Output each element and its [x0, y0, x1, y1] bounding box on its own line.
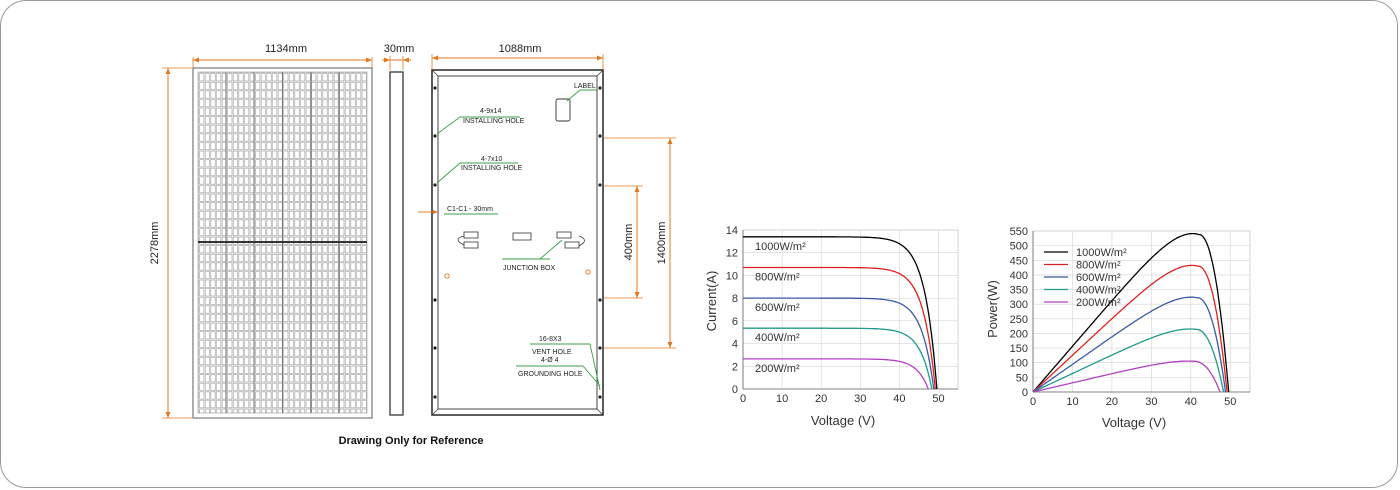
height-label: 2278mm [149, 222, 161, 265]
series-line-0 [743, 236, 938, 390]
y-tick-label: 400 [1010, 270, 1028, 282]
mount-span-1-label: 400mm [623, 224, 635, 261]
vent-hole-name: VENT HOLE [532, 349, 572, 356]
y-tick-label: 2 [732, 361, 738, 373]
series-line-2 [1032, 296, 1227, 393]
cable-length-callout: C1-C1 - 30mm [447, 206, 493, 213]
iv-x-axis-label: Voltage (V) [811, 413, 875, 428]
legend-label-4: 200W/m² [1076, 297, 1121, 309]
pv-y-axis-label: Power(W) [985, 280, 1000, 338]
grounding-mark-left [444, 273, 450, 279]
x-tick-label: 0 [1030, 396, 1036, 408]
y-tick-label: 0 [1022, 387, 1028, 399]
iv-y-axis-label: Current(A) [704, 271, 719, 332]
series-label-4: 200W/m² [755, 363, 800, 375]
y-tick-label: 100 [1010, 358, 1028, 370]
mount-span-2-label: 1400mm [656, 222, 668, 265]
series-line-3 [743, 327, 933, 390]
iv-tick-labels: 0 2 4 6 8 10 12 14 0 10 20 30 40 50 [726, 225, 945, 405]
series-line-2 [743, 297, 935, 390]
pv-plot-area [1032, 230, 1251, 393]
y-tick-label: 350 [1010, 285, 1028, 297]
legend-label-3: 400W/m² [1076, 285, 1121, 297]
x-tick-label: 50 [932, 393, 944, 405]
y-tick-label: 450 [1010, 255, 1028, 267]
x-tick-label: 30 [854, 393, 866, 405]
series-label-3: 400W/m² [755, 332, 800, 344]
y-tick-label: 6 [732, 316, 738, 328]
x-tick-label: 0 [740, 393, 746, 405]
back-view: 1088mm LABEL 4-9x14 INSTALLING HOLE 4-7x… [418, 43, 676, 416]
legend-label-1: 800W/m² [1076, 260, 1121, 272]
series-label-1: 800W/m² [755, 271, 800, 283]
x-tick-label: 10 [1066, 396, 1078, 408]
label-plate [555, 98, 571, 122]
y-tick-label: 14 [726, 225, 738, 237]
front-view: 1134mm 2278mm [149, 43, 373, 419]
pv-x-axis-label: Voltage (V) [1102, 415, 1166, 430]
y-tick-label: 150 [1010, 343, 1028, 355]
grounding-hole-size: 4-Ø 4 [541, 357, 559, 364]
series-line-3 [1032, 328, 1225, 393]
installing-hole-1-name: INSTALLING HOLE [463, 118, 525, 125]
iv-curve-chart: 0 2 4 6 8 10 12 14 0 10 20 30 40 50 1000W/m² 800W/m² 60… [704, 225, 959, 428]
grounding-hole-name: GROUNDING HOLE [518, 371, 583, 378]
junction-box-group: JUNCTION BOX [457, 231, 585, 272]
grounding-mark-right [585, 269, 591, 275]
x-tick-label: 30 [1145, 396, 1157, 408]
series-line-1 [743, 266, 936, 390]
y-tick-label: 0 [732, 384, 738, 396]
back-panel-inner-frame [437, 75, 598, 410]
y-tick-label: 12 [726, 248, 738, 260]
y-tick-label: 300 [1010, 299, 1028, 311]
back-width-label: 1088mm [499, 43, 542, 55]
installing-hole-2-size: 4-7x10 [481, 156, 503, 163]
side-profile [389, 71, 404, 416]
iv-series [743, 236, 938, 390]
installing-hole-2-name: INSTALLING HOLE [461, 165, 523, 172]
series-label-2: 600W/m² [755, 302, 800, 314]
legend-label-2: 600W/m² [1076, 272, 1121, 284]
drawing-caption: Drawing Only for Reference [339, 435, 484, 447]
side-view: 30mm [382, 43, 415, 416]
pv-series [1032, 232, 1230, 393]
x-tick-label: 20 [1106, 396, 1118, 408]
y-tick-label: 8 [732, 293, 738, 305]
y-tick-label: 10 [726, 270, 738, 282]
iv-series-labels: 1000W/m² 800W/m² 600W/m² 400W/m² 200W/m² [755, 241, 806, 375]
frame-holes [433, 86, 602, 399]
thickness-label: 30mm [384, 43, 415, 55]
legend-label-0: 1000W/m² [1076, 247, 1127, 259]
series-line-1 [1032, 264, 1228, 393]
label-callout: LABEL [574, 83, 596, 90]
vent-hole-size: 16-8X3 [539, 336, 562, 343]
front-width-label: 1134mm [265, 43, 307, 55]
series-line-0 [1032, 232, 1230, 393]
x-tick-label: 20 [815, 393, 827, 405]
series-line-4 [1032, 360, 1221, 393]
series-line-4 [743, 358, 929, 390]
y-tick-label: 250 [1010, 314, 1028, 326]
y-tick-label: 550 [1010, 226, 1028, 238]
y-tick-label: 50 [1016, 372, 1028, 384]
series-label-0: 1000W/m² [755, 241, 806, 253]
y-tick-label: 200 [1010, 328, 1028, 340]
x-tick-label: 10 [776, 393, 788, 405]
junction-box-callout: JUNCTION BOX [503, 265, 555, 272]
x-tick-label: 40 [1185, 396, 1197, 408]
y-tick-label: 500 [1010, 241, 1028, 253]
x-tick-label: 50 [1224, 396, 1236, 408]
y-tick-label: 4 [732, 339, 738, 351]
installing-hole-1-size: 4-9x14 [480, 108, 502, 115]
x-tick-label: 40 [893, 393, 905, 405]
